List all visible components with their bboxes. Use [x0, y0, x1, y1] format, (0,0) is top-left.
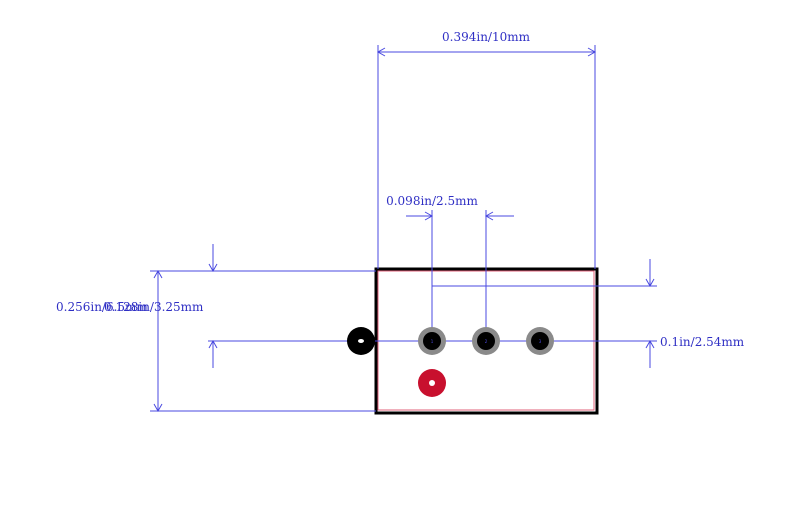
pin-label-1: 1	[431, 339, 434, 344]
dimension-label-width-total: 0.394in/10mm	[442, 30, 531, 44]
dimension-label-pitch-y: 0.1in/2.54mm	[660, 335, 745, 349]
dimension-height-half: 0.128in/3.25mm	[104, 244, 218, 368]
pin-label-3: 3	[539, 339, 542, 344]
pin-1: 1	[418, 327, 446, 355]
dimension-label-height-half: 0.128in/3.25mm	[104, 300, 204, 314]
pin1-marker	[418, 369, 446, 397]
pin-2: 2	[472, 327, 500, 355]
dimension-pitch-x: 0.098in/2.5mm	[386, 194, 514, 341]
mounting-pad	[347, 327, 375, 355]
pin-3: 3	[526, 327, 554, 355]
dimension-pitch-y: 0.1in/2.54mm	[208, 259, 745, 368]
dimension-height-total: 0.256in/6.5mm	[56, 269, 376, 413]
dimension-label-pitch-x: 0.098in/2.5mm	[386, 194, 478, 208]
dimension-width-total: 0.394in/10mm	[376, 30, 597, 269]
dimension-label-height-total: 0.256in/6.5mm	[56, 300, 148, 314]
pin-label-2: 2	[485, 339, 488, 344]
